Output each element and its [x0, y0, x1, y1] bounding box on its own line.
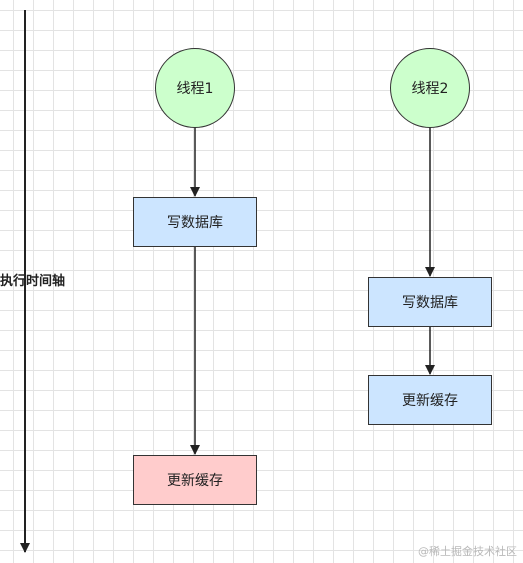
watermark-text: @稀土掘金技术社区 — [418, 545, 517, 558]
thread1-node: 线程1 — [155, 48, 235, 128]
thread2-update-cache-box: 更新缓存 — [368, 375, 492, 425]
thread1-update-cache-box: 更新缓存 — [133, 455, 257, 505]
thread1-write-db-box: 写数据库 — [133, 197, 257, 247]
time-axis-label: 执行时间轴 — [0, 274, 66, 289]
thread2-node: 线程2 — [390, 48, 470, 128]
thread2-write-db-box: 写数据库 — [368, 277, 492, 327]
